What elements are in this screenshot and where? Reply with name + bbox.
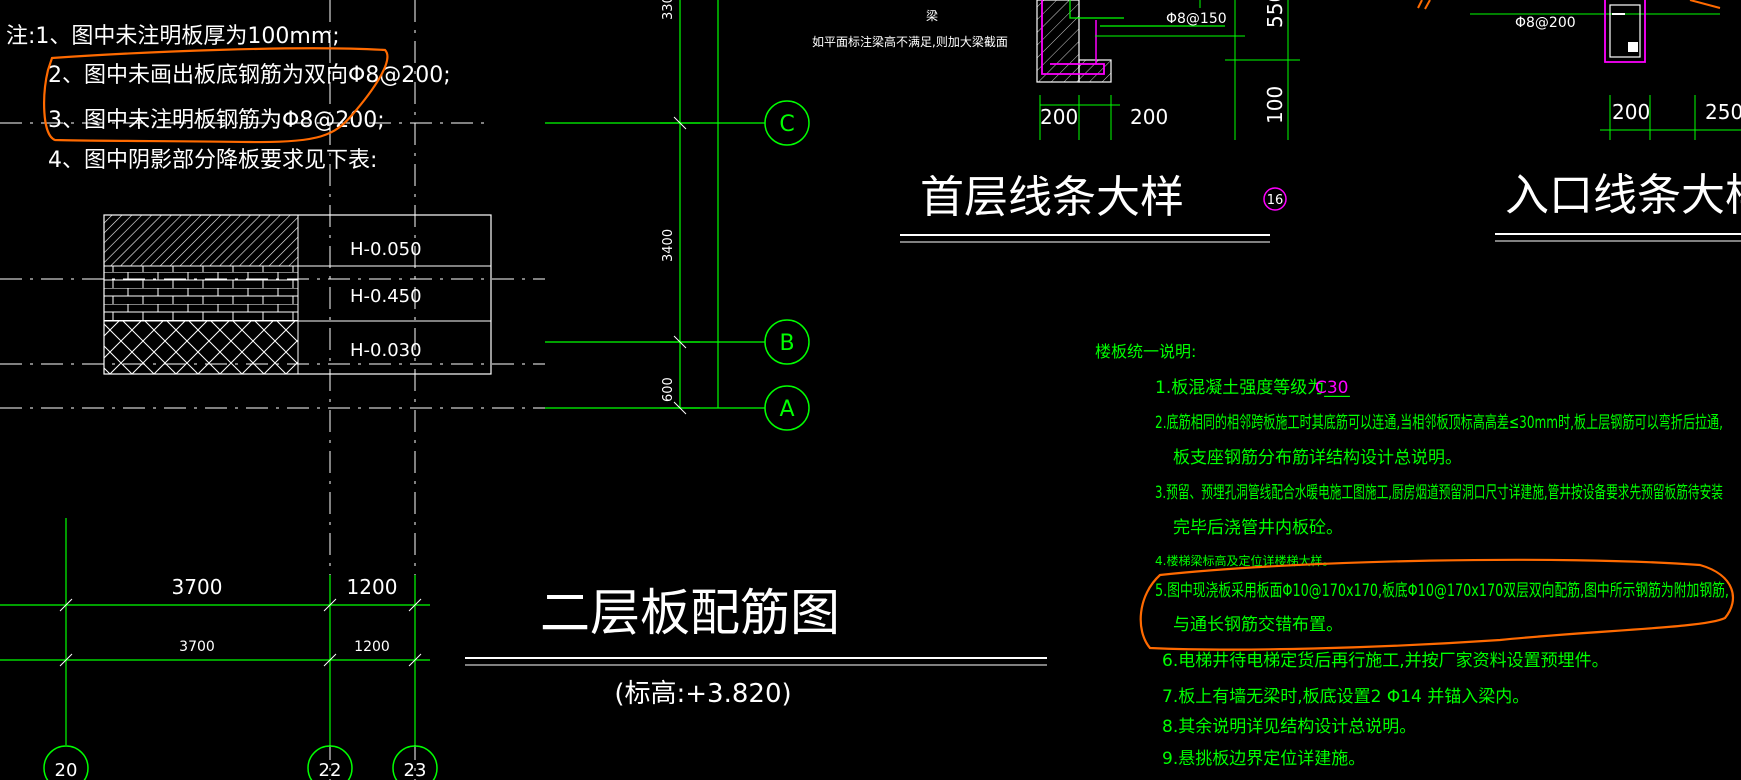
note-line-4: 4、图中阴影部分降板要求见下表: — [48, 148, 377, 173]
dimension-ticks-vertical — [673, 116, 687, 415]
column-bubble-23: 23 — [392, 745, 438, 780]
column-bubble-22: 22 — [307, 745, 353, 780]
note-9: 9.悬挑板边界定位详建施。 — [1162, 749, 1365, 769]
legend-row-2-label: H-0.450 — [350, 286, 422, 307]
svg-text:23: 23 — [404, 760, 427, 780]
dim-3300: 3300 — [661, 0, 676, 20]
detail1-index: 16 — [1267, 193, 1284, 208]
grid-lines-left — [0, 0, 545, 780]
dim-3400: 3400 — [661, 229, 676, 262]
svg-text:20: 20 — [55, 760, 78, 780]
elevation-label: (标高:+3.820) — [614, 679, 791, 709]
note-3b: 完毕后浇管井内板砼。 — [1173, 518, 1343, 538]
dim-3700-small: 3700 — [179, 639, 215, 655]
note-7: 7.板上有墙无梁时,板底设置2 Φ14 并锚入梁内。 — [1162, 687, 1529, 707]
main-title-block: 二层板配筋图 (标高:+3.820) — [465, 584, 1047, 709]
note-line-3: 3、图中未注明板钢筋为Φ8@200; — [48, 108, 385, 133]
note-1-grade: C30 — [1315, 378, 1349, 398]
detail2-rebar: Φ8@200 — [1515, 15, 1576, 31]
detail1-dim-200a: 200 — [1040, 105, 1078, 129]
highlight-markup-notes — [43, 47, 389, 144]
axis-bubble-c: C — [764, 100, 810, 146]
note-5a: 5.图中现浇板采用板面Φ10@170x170,板底Φ10@170x170双层双向… — [1155, 581, 1729, 601]
general-notes: 楼板统一说明: 1.板混凝土强度等级为___ C30 2.底筋相同的相邻跨板施工… — [1095, 342, 1729, 769]
legend-table: H-0.050 H-0.450 H-0.030 — [103, 214, 492, 375]
notes-left: 注:1、图中未注明板厚为100mm; 2、图中未画出板底钢筋为双向Φ8@200;… — [6, 24, 451, 173]
detail1-dim-100: 100 — [1263, 86, 1287, 124]
note-5b: 与通长钢筋交错布置。 — [1173, 615, 1343, 635]
note-3a: 3.预留、预埋孔洞管线配合水暖电施工图施工,厨房烟道预留洞口尺寸详建施,管井按设… — [1155, 483, 1723, 503]
axis-bubble-b: B — [764, 319, 810, 365]
svg-text:22: 22 — [319, 760, 342, 780]
general-notes-heading: 楼板统一说明: — [1095, 342, 1196, 361]
svg-text:C: C — [779, 112, 794, 137]
detail1-index-bubble — [1263, 187, 1287, 211]
detail-first-floor: 梁 如平面标注梁高不满足,则加大梁截面 Φ8@150 550 100 200 2… — [812, 0, 1300, 243]
note-4: 4.楼梯梁标高及定位详楼梯大样。 — [1155, 553, 1334, 568]
detail1-dim-550: 550 — [1263, 0, 1287, 28]
detail2-title: 入口线条大样 — [1505, 170, 1741, 221]
detail2-dim-250: 250 — [1705, 100, 1741, 124]
dim-3700-large: 3700 — [172, 575, 223, 599]
note-6: 6.电梯井待电梯定货后再行施工,并按厂家资料设置预埋件。 — [1162, 651, 1609, 671]
note-2b: 板支座钢筋分布筋详结构设计总说明。 — [1173, 448, 1462, 468]
detail1-note: 如平面标注梁高不满足,则加大梁截面 — [812, 34, 1008, 49]
column-bubble-20: 20 — [43, 745, 89, 780]
note-8: 8.其余说明详见结构设计总说明。 — [1162, 717, 1416, 737]
bottom-dimensions — [0, 518, 430, 745]
svg-text:B: B — [779, 331, 794, 356]
detail1-title: 首层线条大样 — [920, 172, 1184, 223]
detail1-beam-label: 梁 — [926, 8, 938, 23]
note-2a: 2.底筋相同的相邻跨板施工时其底筋可以连通,当相邻板顶标高高差≤30mm时,板上… — [1155, 413, 1723, 433]
bottom-dim-ticks — [59, 598, 422, 667]
main-title: 二层板配筋图 — [540, 584, 840, 642]
svg-text:A: A — [779, 397, 794, 422]
note-1: 1.板混凝土强度等级为___ — [1155, 378, 1350, 398]
legend-row-3-label: H-0.030 — [350, 340, 422, 361]
axis-bubble-a: A — [764, 385, 810, 431]
detail-entrance: Φ8@200 200 250 入口线条大样 — [1417, 0, 1741, 242]
highlight-markup-note5 — [1139, 558, 1734, 651]
detail1-dim-200b: 200 — [1130, 105, 1168, 129]
note-line-2: 2、图中未画出板底钢筋为双向Φ8@200; — [48, 63, 451, 88]
dim-1200-small: 1200 — [354, 639, 390, 655]
legend-row-1-label: H-0.050 — [350, 239, 422, 260]
dim-1200-large: 1200 — [347, 575, 398, 599]
detail2-dim-200: 200 — [1612, 100, 1650, 124]
detail1-rebar: Φ8@150 — [1166, 11, 1227, 27]
axis-grid-green — [545, 0, 765, 409]
dim-600: 600 — [661, 377, 676, 402]
note-line-1: 注:1、图中未注明板厚为100mm; — [6, 24, 340, 49]
